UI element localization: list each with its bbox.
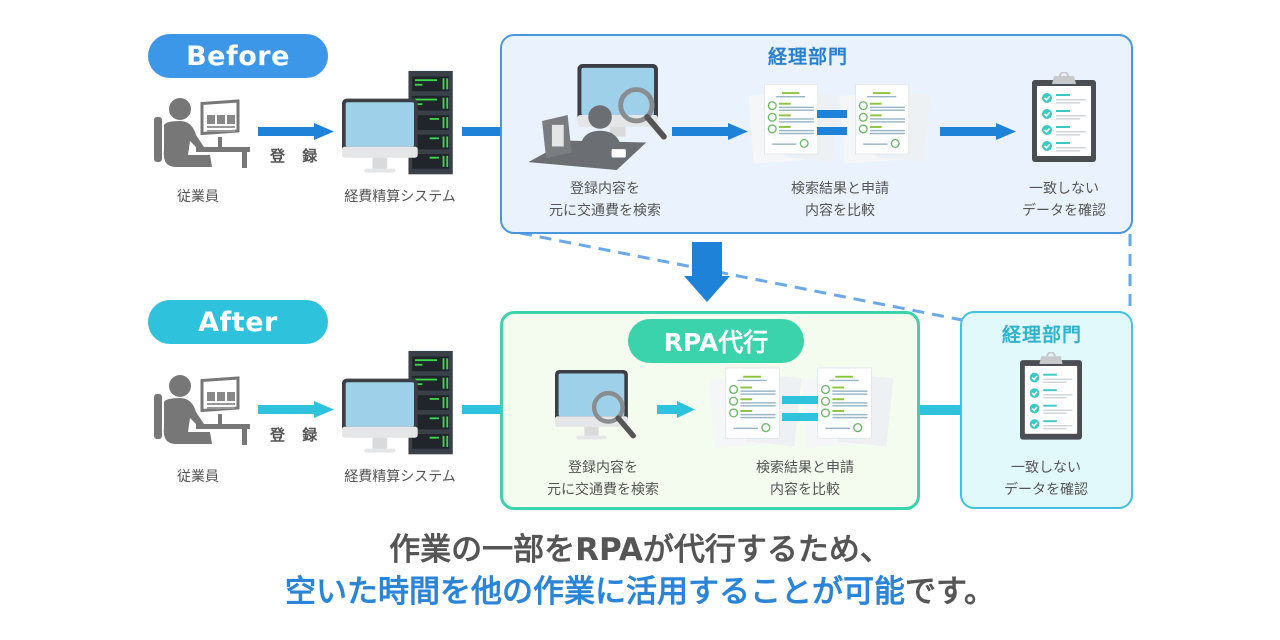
after-step-confirm-line2: データを確認 [1004, 482, 1088, 498]
step-compare-line2: 内容を比較 [805, 203, 875, 219]
step-compare-label: 検索結果と申請 内容を比較 [765, 178, 915, 222]
clipboard-checklist-icon [1032, 72, 1096, 162]
expense-system-icon [342, 350, 462, 458]
after-step-confirm-label: 一致しない データを確認 [982, 457, 1110, 501]
arrow-right-icon [940, 123, 1016, 140]
step-confirm-line2: データを確認 [1022, 203, 1106, 219]
rpa-step-compare-label: 検索結果と申請 内容を比較 [730, 457, 880, 501]
employee-icon [152, 372, 252, 447]
clipboard-checklist-icon [1020, 352, 1082, 440]
after-step-confirm-line1: 一致しない [1011, 460, 1081, 476]
step-confirm-label: 一致しない データを確認 [1000, 178, 1128, 222]
arrow-down-icon [684, 242, 730, 302]
step-search-line1: 登録内容を [570, 181, 640, 197]
accounting-dept-title: 経理部門 [768, 46, 849, 68]
computer-search-icon [550, 370, 640, 450]
employee-label: 従業員 [177, 469, 219, 485]
rpa-step-search-line2: 元に交通費を検索 [547, 482, 659, 498]
employee-label: 従業員 [177, 189, 219, 205]
step-search-line2: 元に交通費を検索 [549, 203, 661, 219]
step-confirm-line1: 一致しない [1029, 181, 1099, 197]
arrow-right-icon [657, 401, 695, 418]
register-label: 登 録 [270, 147, 324, 165]
rpa-step-compare-line1: 検索結果と申請 [756, 460, 854, 476]
equals-icon [817, 110, 847, 135]
expense-system-label: 経費精算システム [344, 469, 456, 485]
arrow-right-icon [258, 123, 334, 140]
arrow-right-icon [258, 401, 334, 418]
step-compare-line1: 検索結果と申請 [791, 181, 889, 197]
headline-highlight: 空いた時間を他の作業に活用することが可能 [285, 574, 906, 610]
headline-line1: 作業の一部をRPAが代行するため、 [389, 532, 891, 568]
rpa-step-compare-line2: 内容を比較 [770, 482, 840, 498]
step-search-label: 登録内容を 元に交通費を検索 [520, 178, 690, 222]
equals-icon [782, 396, 818, 421]
rpa-step-search-label: 登録内容を 元に交通費を検索 [518, 457, 688, 501]
after-badge: After [148, 300, 328, 344]
rpa-step-search-line1: 登録内容を [568, 460, 638, 476]
expense-system-label: 経費精算システム [344, 189, 456, 205]
expense-system-icon [342, 70, 462, 178]
person-search-computer-icon [528, 64, 676, 172]
headline-line2: 空いた時間を他の作業に活用することが可能です。 [0, 566, 1280, 611]
headline-tail: です。 [905, 574, 995, 610]
employee-icon [152, 95, 252, 170]
rpa-badge: RPA代行 [628, 319, 804, 363]
accounting-dept-title: 経理部門 [1002, 324, 1083, 346]
before-badge: Before [148, 34, 328, 78]
register-label: 登 録 [270, 426, 324, 444]
arrow-right-icon [672, 123, 748, 140]
